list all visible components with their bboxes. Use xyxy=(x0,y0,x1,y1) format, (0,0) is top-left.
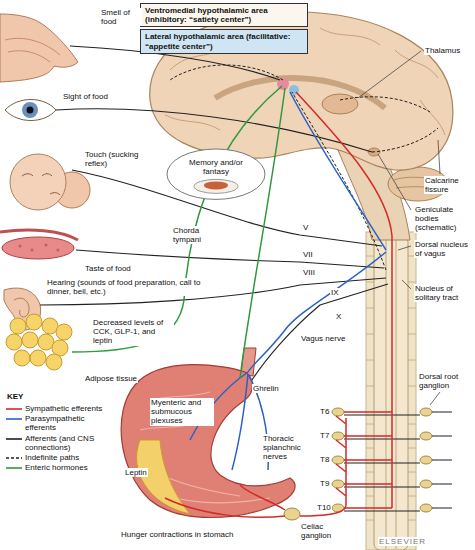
segment-label: T9 xyxy=(319,479,330,488)
anatomy-label: Adipose tissue xyxy=(84,374,138,383)
legend-swatch xyxy=(6,406,22,412)
hormone-note: Decreased levels of CCK, GLP-1, and lept… xyxy=(92,318,174,346)
legend-row: Indefinite paths xyxy=(6,453,106,462)
anatomy-label: Geniculate bodies (schematic) xyxy=(414,205,472,233)
stimulus-label: Touch (sucking reflex) xyxy=(84,150,146,168)
node-text: Ventromedial hypothalamic area (inhibito… xyxy=(145,6,303,24)
hormone-label: Leptin xyxy=(124,468,148,477)
legend-swatch xyxy=(6,416,22,422)
anatomy-label: Hunger contractions in stomach xyxy=(120,530,235,539)
segment-label: T10 xyxy=(316,503,332,512)
stimulus-label: Hearing (sounds of food preparation, cal… xyxy=(46,278,216,296)
anatomy-label: Vagus nerve xyxy=(300,334,346,343)
legend-swatch xyxy=(6,436,22,442)
satiety-center-box: Ventromedial hypothalamic area (inhibito… xyxy=(140,3,308,27)
legend-line xyxy=(6,467,22,469)
legend-text: Sympathetic efferents xyxy=(25,404,105,413)
node-text: Memory and/or fantasy xyxy=(180,158,252,176)
bubble-shape xyxy=(167,149,265,199)
plate-picture xyxy=(194,179,238,193)
hormone-label: Ghrelin xyxy=(252,384,280,393)
legend-title: KEY xyxy=(6,392,24,401)
nerve-number: VII xyxy=(302,250,314,259)
anatomy-label: Dorsal root ganglion xyxy=(418,372,472,390)
legend-line xyxy=(6,408,22,410)
food-picture xyxy=(204,181,228,189)
stimulus-label: Taste of food xyxy=(84,264,132,273)
legend-row: Sympathetic efferents xyxy=(6,404,106,413)
legend-swatch xyxy=(6,465,22,471)
legend-text: Indefinite paths xyxy=(25,453,105,462)
legend-line xyxy=(6,418,22,420)
nerve-number: X xyxy=(335,312,342,321)
legend-row: Afferents (and CNS connections) xyxy=(6,434,106,452)
legend-text: Enteric hormones xyxy=(25,463,105,472)
node-text: Lateral hypothalamic area (facilitative:… xyxy=(145,32,303,50)
anatomy-label: Myenteric and submucous plexuses xyxy=(150,398,214,426)
segment-label: T8 xyxy=(319,455,330,464)
legend-swatch xyxy=(6,455,22,461)
legend-row: Enteric hormones xyxy=(6,463,106,472)
legend-text: Afferents (and CNS connections) xyxy=(25,434,105,452)
anatomy-label: Thalamus xyxy=(424,46,461,55)
legend-text: Parasympathetic efferents xyxy=(25,414,105,432)
stimulus-label: Smell of food xyxy=(100,8,142,26)
thought-bubble: Memory and/or fantasy xyxy=(166,148,266,200)
anatomy-label: Calcarine fissure xyxy=(424,176,470,194)
anatomy-label: Chorda tympani xyxy=(172,226,216,244)
legend-line xyxy=(6,438,22,440)
anatomy-label: Dorsal nucleus of vagus xyxy=(414,240,472,258)
stimulus-label: Sight of food xyxy=(62,92,109,101)
watermark: ELSEVIER xyxy=(378,537,427,546)
anatomy-label: Thoracic splanchnic nerves xyxy=(262,434,316,462)
segment-label: T7 xyxy=(319,431,330,440)
nerve-number: VIII xyxy=(302,268,316,277)
appetite-center-box: Lateral hypothalamic area (facilitative:… xyxy=(140,29,308,53)
segment-label: T6 xyxy=(319,407,330,416)
legend-line xyxy=(6,457,22,459)
nerve-number: IX xyxy=(330,288,340,297)
anatomy-label: Celiac ganglion xyxy=(300,522,342,540)
nerve-number: V xyxy=(302,223,309,232)
anatomy-label: Nucleus of solitary tract xyxy=(414,284,472,302)
legend-row: Parasympathetic efferents xyxy=(6,414,106,432)
